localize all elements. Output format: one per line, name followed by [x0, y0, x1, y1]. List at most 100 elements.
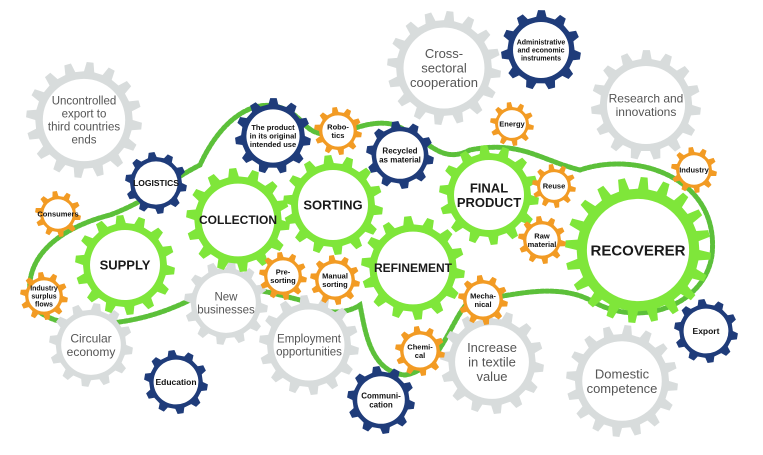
gear-mechanical-hub: [466, 283, 500, 317]
gear-education-label: Education: [155, 377, 196, 387]
gear-research-hub: [606, 65, 686, 145]
gear-uncontrolled-export-label: export to: [62, 109, 107, 121]
gear-sorting-label: SORTING: [303, 198, 362, 213]
gear-cross-sectoral-label: Cross-: [425, 46, 463, 61]
gear-refinement: REFINEMENT: [361, 216, 465, 320]
gear-education: Education: [144, 350, 208, 414]
gear-original-use-label: The product: [251, 123, 295, 132]
gear-research-label: Research and: [609, 91, 684, 105]
gear-textile-value-label: in textile: [468, 355, 516, 370]
gear-energy-hub: [498, 110, 526, 138]
gear-circular-economy-label: Circular: [70, 331, 111, 345]
gear-pre-sorting-label: Pre-: [276, 267, 291, 276]
gear-uncontrolled-export-label: Uncontrolled: [52, 96, 117, 108]
gear-energy-label: Energy: [499, 120, 525, 129]
gear-admin-instruments-hub: [513, 22, 569, 78]
gear-admin-instruments-label: and economic: [517, 47, 564, 54]
gear-industry: Industry: [671, 147, 717, 193]
gear-chemical-hub: [403, 334, 437, 368]
gear-textile-value-label: Increase: [467, 340, 517, 355]
gear-raw-material-hub: [526, 224, 558, 256]
gear-recoverer-hub: [586, 198, 690, 302]
gear-robotics: Robo-tics: [314, 107, 362, 155]
gear-chemical-label: Chemi-: [407, 342, 433, 351]
gear-collection: COLLECTION: [186, 168, 290, 272]
gear-communication-label: Communi-: [361, 391, 401, 400]
gear-mechanical: Mecha-nical: [458, 275, 508, 325]
gear-industry-surplus-label: Industry: [30, 286, 58, 293]
gear-manual-sorting-label: Manual: [322, 271, 348, 280]
gear-robotics-label: tics: [332, 131, 345, 140]
gear-pre-sorting-hub: [267, 260, 299, 292]
gear-uncontrolled-export-label: third countries: [48, 121, 120, 133]
gear-original-use-label: in its original: [250, 132, 297, 141]
gear-mechanical-label: Mecha-: [470, 291, 496, 300]
gear-final-product-hub: [454, 160, 524, 230]
gear-recycled-label: Recycled: [382, 146, 417, 155]
gear-new-businesses-label: New: [214, 292, 238, 304]
gear-logistics-label: LOGISTICS: [133, 178, 179, 188]
gear-final-product-label: FINAL: [470, 180, 508, 195]
gear-recoverer: RECOVERER: [565, 177, 711, 323]
gear-manual-sorting-label: sorting: [322, 280, 348, 289]
gear-reuse-label: Reuse: [543, 182, 566, 191]
gear-domestic-competence-label: Domestic: [595, 366, 650, 381]
gear-new-businesses-label: businesses: [197, 304, 255, 316]
gear-robotics-hub: [322, 115, 354, 147]
gear-textile-value-hub: [455, 325, 529, 399]
gear-export: Export: [674, 299, 738, 363]
gear-circular-economy-hub: [61, 315, 121, 375]
gear-communication-label: cation: [369, 400, 393, 409]
gear-reuse: Reuse: [532, 164, 576, 208]
gear-recoverer-label: RECOVERER: [590, 242, 685, 259]
gear-textile-value-label: value: [476, 369, 507, 384]
gear-research-label: innovations: [616, 105, 677, 119]
gear-circular-economy-label: economy: [67, 345, 116, 359]
gear-industry-label: Industry: [679, 166, 709, 175]
gear-domestic-competence-label: competence: [587, 381, 658, 396]
gear-refinement-label: REFINEMENT: [374, 261, 453, 275]
gear-energy: Energy: [490, 102, 534, 146]
gear-cross-sectoral-hub: [403, 27, 485, 109]
gear-communication-hub: [357, 376, 405, 424]
gear-uncontrolled-export-hub: [42, 78, 126, 162]
gear-industry-surplus-label: flows: [35, 301, 53, 308]
gear-reuse-hub: [540, 172, 568, 200]
gear-uncontrolled-export-label: ends: [72, 134, 97, 146]
gear-admin-instruments-label: instruments: [521, 55, 561, 62]
gear-cross-sectoral-label: sectoral: [421, 61, 467, 76]
gear-mechanical-label: nical: [474, 300, 491, 309]
gear-original-use-hub: [246, 109, 300, 163]
gear-export-hub: [683, 308, 729, 354]
gear-final-product-label: PRODUCT: [457, 195, 521, 210]
gear-consumers: Consumers: [35, 191, 81, 237]
gear-refinement-hub: [376, 231, 450, 305]
gear-sorting: SORTING: [283, 155, 383, 255]
gear-sorting-hub: [298, 170, 368, 240]
gear-supply-label: SUPPLY: [100, 258, 151, 273]
gear-domestic-competence-hub: [582, 341, 662, 421]
gear-new-businesses-hub: [196, 273, 256, 333]
gear-collection-label: COLLECTION: [199, 213, 277, 227]
gear-logistics: LOGISTICS: [125, 152, 187, 214]
gear-industry-surplus-label: surplus: [31, 293, 56, 300]
gear-robotics-label: Robo-: [327, 122, 349, 131]
gear-pre-sorting: Pre-sorting: [259, 252, 307, 300]
gear-education-hub: [153, 359, 199, 405]
gear-manual-sorting-hub: [318, 263, 352, 297]
gear-logistics-hub: [134, 161, 178, 205]
gear-original-use-label: intended use: [250, 140, 296, 149]
gear-consumers-hub: [43, 199, 73, 229]
